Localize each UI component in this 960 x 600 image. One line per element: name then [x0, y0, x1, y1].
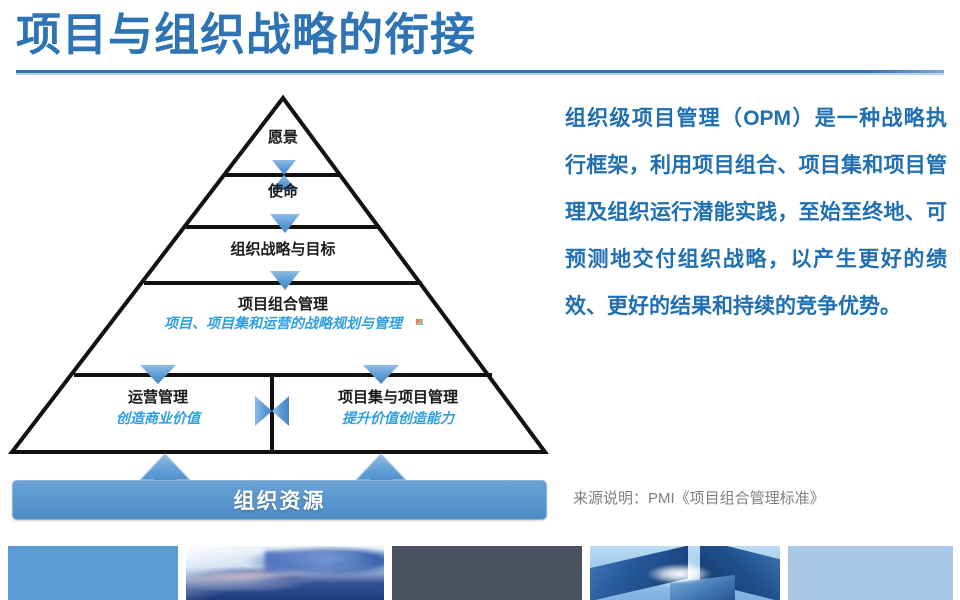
strip-panel-keyboard-hands-photo: [186, 546, 384, 600]
strip-panel-solid-light-blue: [788, 546, 953, 600]
connector-bowtie-operations-programs: [255, 396, 289, 426]
organizational-resources-bar: 组织资源: [12, 480, 547, 520]
connector-arrow-portfolio-programs: [363, 365, 399, 384]
connector-arrow-strategy-portfolio: [270, 271, 300, 290]
page-title: 项目与组织战略的衔接: [16, 9, 477, 60]
opm-description-text: 组织级项目管理（OPM）是一种战略执行框架，利用项目组合、项目集和项目管理及组织…: [565, 107, 947, 318]
connector-bowtie-vision-mission: [272, 160, 296, 190]
connector-arrow-mission-strategy: [270, 214, 300, 233]
connector-arrow-portfolio-operations: [140, 365, 176, 384]
hand-blur: [265, 551, 375, 572]
title-underline-rule: [16, 70, 944, 73]
strip-panel-solid-blue: [8, 546, 178, 600]
strip-panel-buildings-sky-photo: [590, 546, 780, 600]
opm-description-panel: 组织级项目管理（OPM）是一种战略执行框架，利用项目组合、项目集和项目管理及组织…: [565, 95, 955, 525]
pyramid-svg: [7, 94, 549, 489]
stray-marker-artifact: [416, 319, 423, 325]
source-note: 来源说明：PMI《项目组合管理标准》: [573, 490, 825, 507]
pyramid-diagram: 愿景 使命 组织战略与目标 项目组合管理 项目、项目集和运营的战略规划与管理 运…: [0, 88, 560, 538]
title-underline-shadow: [16, 73, 944, 75]
strip-panel-solid-slate: [392, 546, 582, 600]
bottom-image-strip: [0, 546, 960, 600]
sun-glare: [647, 564, 712, 584]
organizational-resources-label: 组织资源: [233, 490, 326, 513]
title-block: 项目与组织战略的衔接: [0, 0, 960, 80]
